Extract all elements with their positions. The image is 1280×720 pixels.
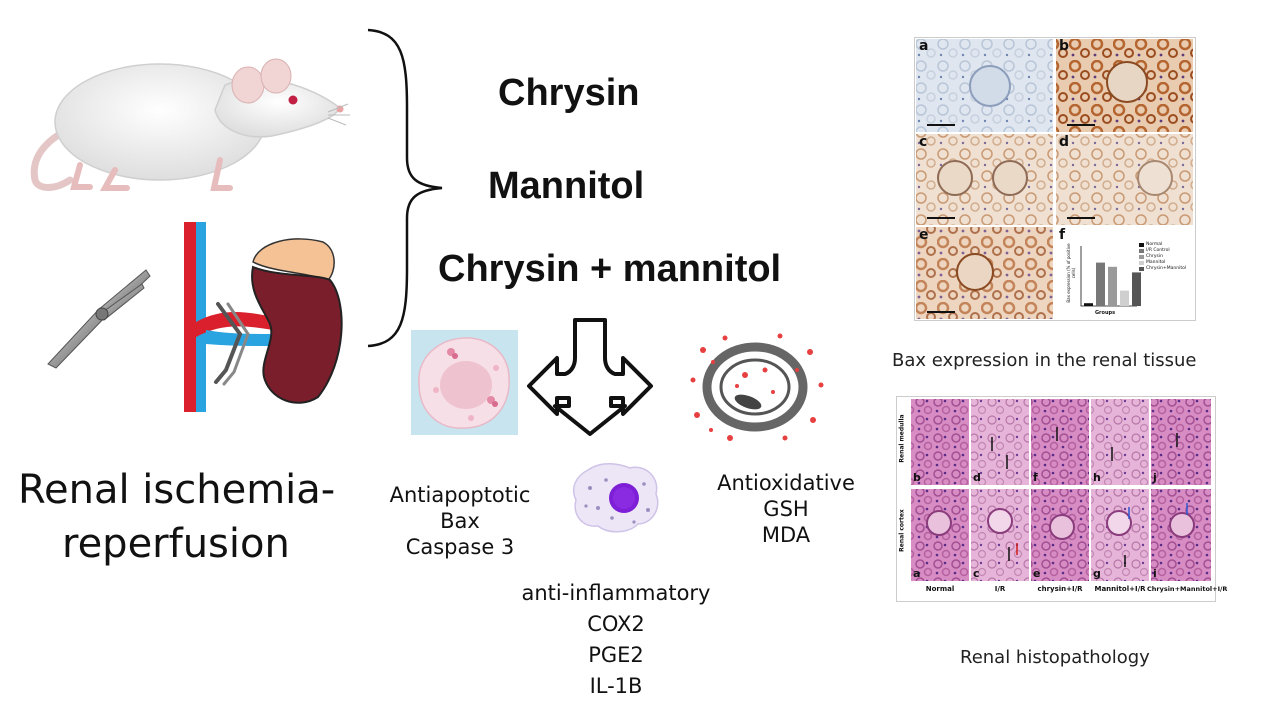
- three-way-arrow-icon: [525, 318, 655, 436]
- histo-letter-g: g: [1093, 567, 1101, 580]
- antiapoptotic-group: Antiapoptotic Bax Caspase 3: [372, 482, 548, 560]
- antiinflammatory-title: anti-inflammatory: [521, 581, 711, 605]
- bax-legend-label-4: Chrysin+Mannitol: [1146, 266, 1187, 271]
- histo-letter-f: f: [1033, 471, 1038, 484]
- bax-panel-letter-f: f: [1059, 227, 1066, 243]
- treatment-mannitol: Mannitol: [488, 165, 645, 207]
- bax-legend-label-1: I/R Control: [1146, 248, 1170, 253]
- histo-letter-a: a: [913, 567, 921, 580]
- bax-panel-letter-b: b: [1059, 38, 1070, 54]
- bax-legend-item-4: Chrysin+Mannitol: [1139, 266, 1191, 272]
- bax-panel-letter-c: c: [919, 134, 928, 150]
- oxidative-stress-illustration: [685, 330, 830, 445]
- curly-brace: [362, 28, 452, 348]
- antiinflammatory-marker-pge2: PGE2: [588, 643, 644, 667]
- histo-letter-d: d: [973, 471, 981, 484]
- inflammatory-cell-illustration: [568, 458, 664, 536]
- bax-legend-swatch-2: [1139, 255, 1144, 259]
- bax-chart-bar-1: [1096, 262, 1105, 306]
- rat-illustration: [10, 30, 350, 195]
- antioxidative-marker-gsh: GSH: [763, 497, 809, 521]
- histo-group-combo-ir: Chrysin+Mannitol+I/R: [1147, 585, 1228, 593]
- bax-legend-swatch-0: [1139, 243, 1144, 247]
- model-label: Renal ischemia- reperfusion: [18, 463, 348, 571]
- bax-chart-axis: [1080, 246, 1137, 307]
- bax-legend-label-0: Normal: [1146, 242, 1163, 247]
- bax-figure: a b c d e f Bax expression (% of positiv…: [914, 37, 1196, 321]
- bax-chart-bar-4: [1132, 272, 1141, 306]
- antiinflammatory-group: anti-inflammatory COX2 PGE2 IL-1B: [500, 578, 732, 702]
- histo-group-ir: I/R: [994, 585, 1006, 593]
- histo-letter-b: b: [913, 471, 921, 484]
- bax-legend-label-3: Mannitol: [1146, 260, 1166, 265]
- histo-letter-c: c: [973, 567, 980, 580]
- bax-legend-item-2: Chrysin: [1139, 254, 1191, 260]
- bax-panel-letter-e: e: [919, 227, 929, 243]
- antiapoptotic-marker-caspase3: Caspase 3: [405, 535, 515, 559]
- bax-chart-xlabel: Groups: [1094, 310, 1116, 316]
- forceps-icon: [38, 262, 158, 372]
- model-label-line2: reperfusion: [62, 521, 290, 567]
- histo-letter-j: j: [1153, 471, 1157, 484]
- bax-chart-bar-3: [1120, 290, 1129, 306]
- bax-panel-letter-d: d: [1059, 134, 1070, 150]
- bax-chart-bar-0: [1084, 303, 1093, 306]
- antiinflammatory-marker-cox2: COX2: [587, 612, 645, 636]
- treatment-combination: Chrysin + mannitol: [438, 248, 782, 290]
- bax-panel-letter-a: a: [919, 38, 929, 54]
- histopathology-caption: Renal histopathology: [960, 647, 1150, 668]
- apoptotic-cell-illustration: [411, 330, 518, 435]
- antioxidative-marker-mda: MDA: [761, 523, 811, 547]
- bax-legend-swatch-3: [1139, 261, 1144, 265]
- model-label-line1: Renal ischemia-: [18, 467, 336, 513]
- antiinflammatory-marker-il1b: IL-1B: [589, 674, 643, 698]
- histo-letter-e: e: [1033, 567, 1041, 580]
- bax-legend-label-2: Chrysin: [1146, 254, 1163, 259]
- histo-group-mannitol-ir: Mannitol+I/R: [1094, 585, 1146, 593]
- antiapoptotic-marker-bax: Bax: [440, 509, 480, 533]
- bax-bar-chart: Bax expression (% of positive cells) Gro…: [1066, 242, 1191, 318]
- bax-legend-item-3: Mannitol: [1139, 260, 1191, 266]
- histopathology-figure: Renal medulla Renal cortex b d f h j a c…: [896, 396, 1228, 602]
- bax-figure-caption: Bax expression in the renal tissue: [892, 350, 1197, 371]
- bax-legend-swatch-4: [1139, 267, 1144, 271]
- bax-legend-swatch-1: [1139, 249, 1144, 253]
- antiapoptotic-title: Antiapoptotic: [389, 483, 531, 507]
- histo-group-chrysin-ir: chrysin+I/R: [1037, 585, 1083, 593]
- antioxidative-title: Antioxidative: [717, 471, 855, 495]
- histo-group-normal: Normal: [925, 585, 955, 593]
- bax-chart-ylabel: Bax expression (% of positive cells): [1066, 243, 1076, 303]
- bax-legend-item-0: Normal: [1139, 242, 1191, 248]
- bax-legend-item-1: I/R Control: [1139, 248, 1191, 254]
- kidney-clamp-illustration: [178, 222, 353, 412]
- histo-row-label-medulla: Renal medulla: [898, 414, 906, 463]
- histo-letter-h: h: [1093, 471, 1101, 484]
- bax-chart-bar-2: [1108, 266, 1117, 306]
- antioxidative-group: Antioxidative GSH MDA: [702, 470, 870, 548]
- treatment-chrysin: Chrysin: [498, 72, 640, 114]
- histo-row-label-cortex: Renal cortex: [898, 509, 906, 552]
- histo-letter-i: i: [1153, 567, 1157, 580]
